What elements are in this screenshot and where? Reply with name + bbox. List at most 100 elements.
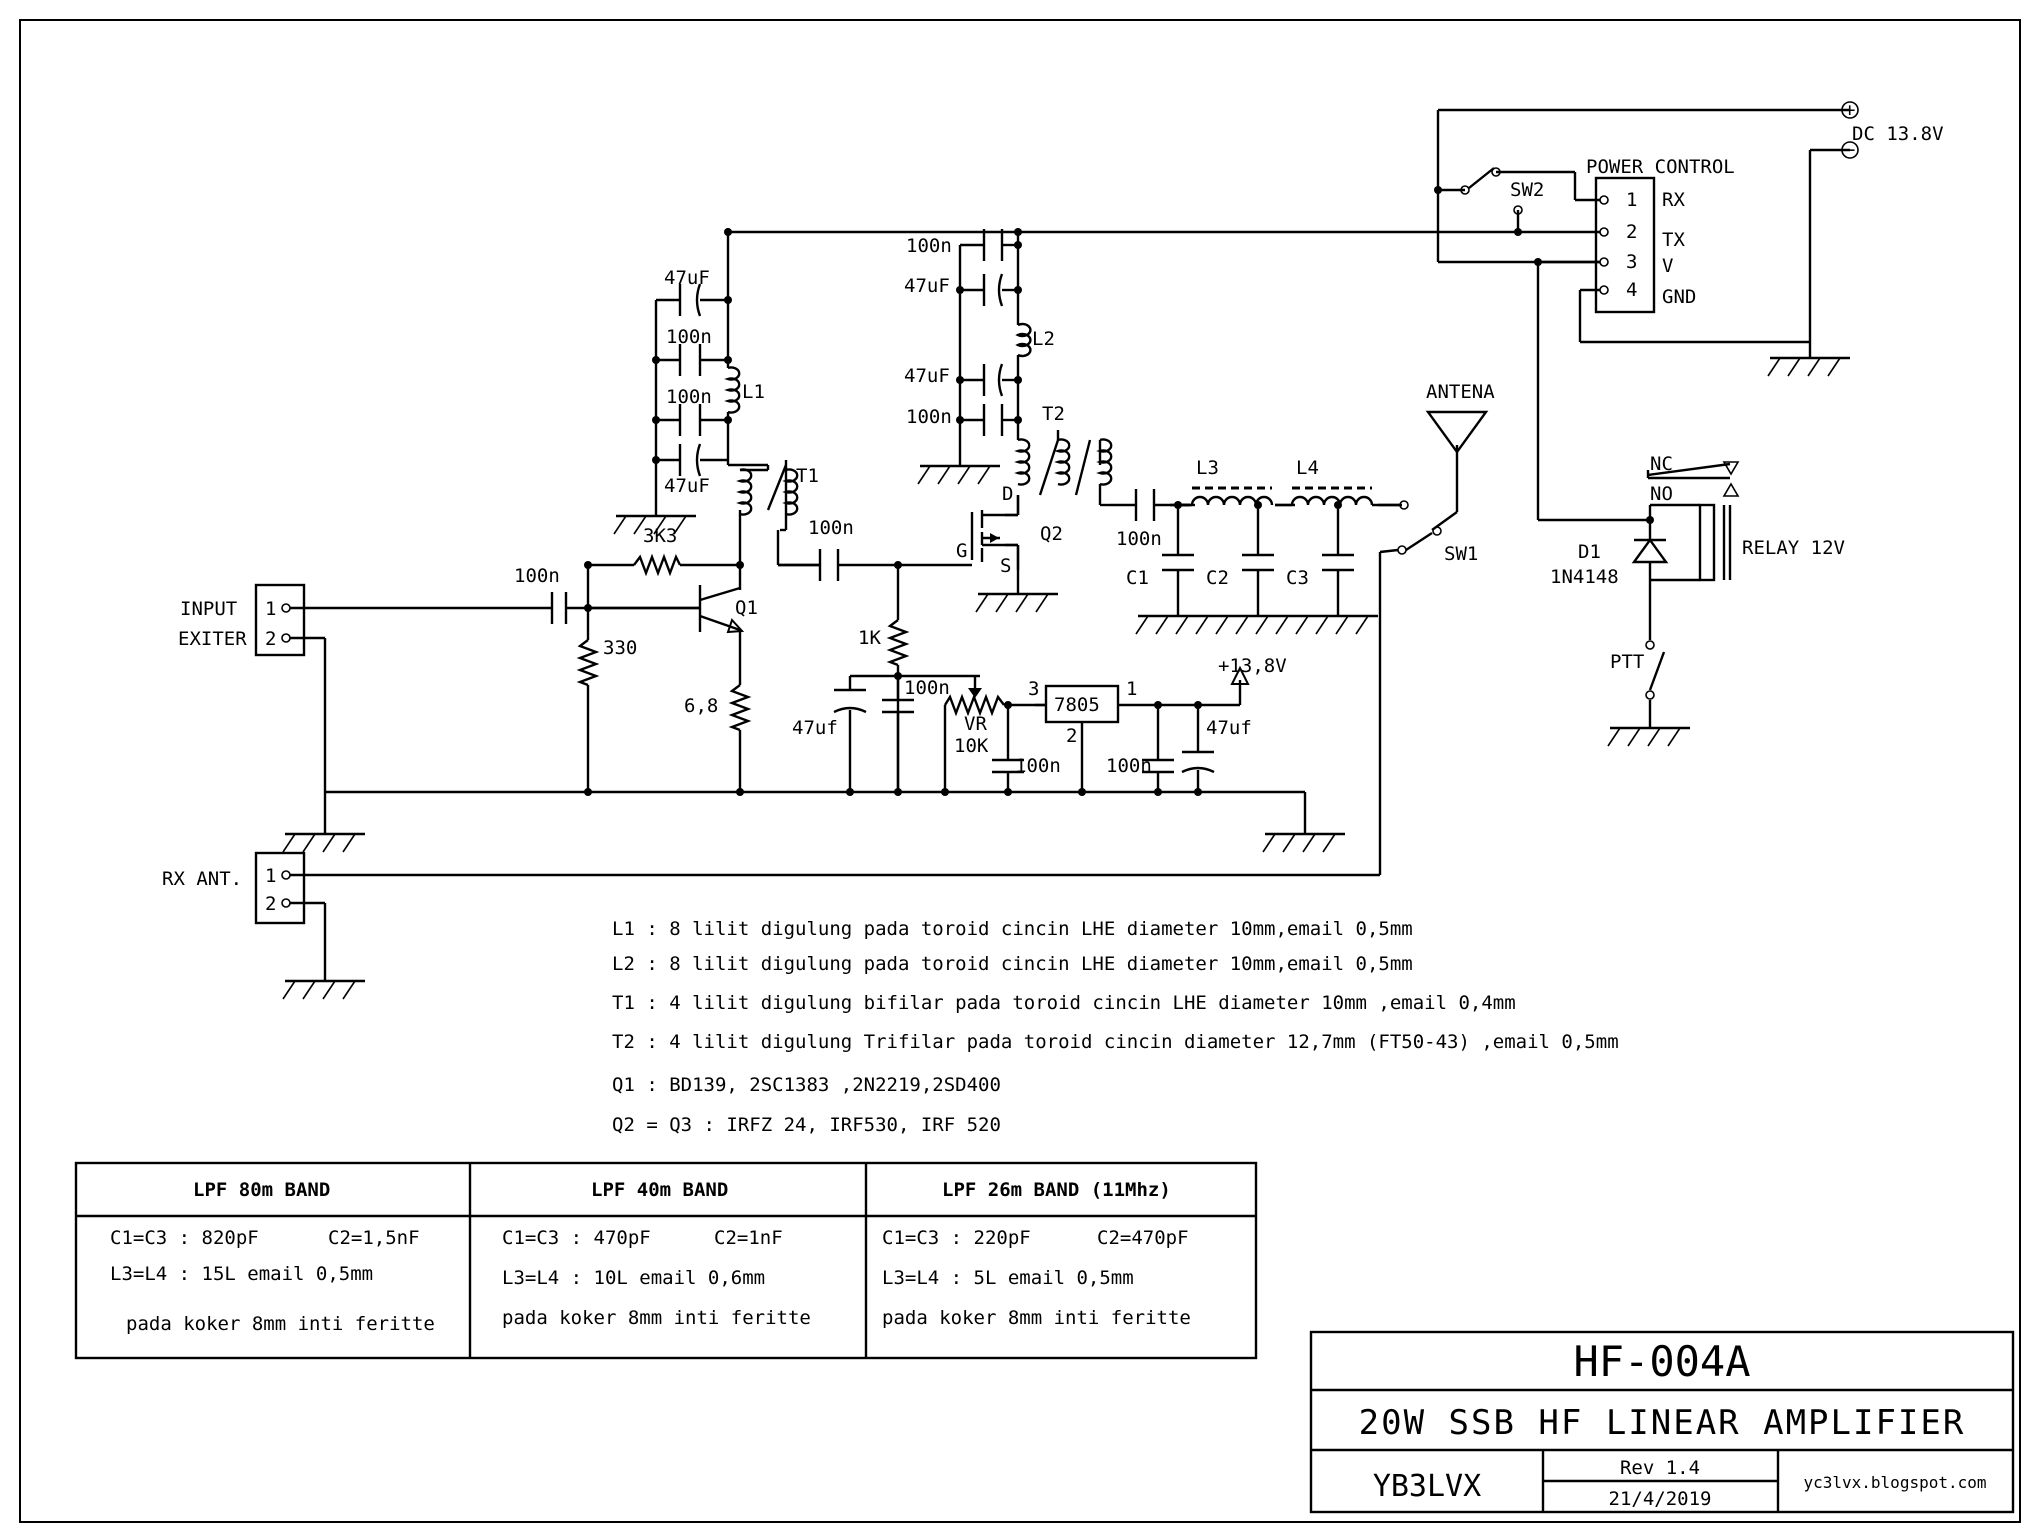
rx-ant-label: RX ANT. [162,868,242,890]
svg-text:S: S [1000,555,1011,577]
svg-text:3: 3 [1626,251,1637,273]
regulator-electrolytic-capacitor: 47uf [1181,717,1252,774]
svg-text:100n: 100n [904,677,950,699]
input-pin-1: 1 [265,598,276,620]
svg-text:100n: 100n [1015,755,1061,777]
resistor-1k: 1K [858,619,910,667]
svg-text:+13,8V: +13,8V [1218,655,1287,677]
svg-text:100n: 100n [1116,528,1162,550]
svg-text:330: 330 [603,637,637,659]
rx-ant-connector: 1 2 RX ANT. [162,851,306,925]
svg-text:D: D [1002,483,1013,505]
svg-text:47uf: 47uf [792,717,838,739]
svg-text:47uf: 47uf [1206,717,1252,739]
wiring [290,108,1850,965]
svg-text:2: 2 [265,893,276,915]
antenna: ANTENA [1425,381,1495,455]
coupling-capacitor: 100n [808,517,854,581]
svg-text:47uF: 47uF [904,365,950,387]
supply-13-8v: +13,8V [1218,655,1287,685]
note-l1: L1 : 8 lilit digulung pada toroid cincin… [612,918,1413,940]
resistor-330: 330 [576,637,637,687]
svg-text:L3=L4 : 15L email 0,5mm: L3=L4 : 15L email 0,5mm [110,1263,373,1285]
potentiometer-vr: VR 10K [943,676,1005,757]
power-control-connector: POWER CONTROL 1 RX 2 TX 3 V 4 GND [1586,156,1735,314]
vr-capacitor: 100n [992,755,1061,777]
svg-text:C2=1,5nF: C2=1,5nF [328,1227,420,1249]
svg-text:RELAY 12V: RELAY 12V [1742,537,1845,559]
svg-text:1: 1 [265,865,276,887]
svg-text:SW2: SW2 [1510,179,1544,201]
title-block: HF-004A 20W SSB HF LINEAR AMPLIFIER YB3L… [1309,1330,2015,1514]
date: 21/4/2019 [1609,1488,1712,1510]
exiter-label: EXITER [178,628,247,650]
resistor-6-8: 6,8 [684,684,752,732]
svg-text:1N4148: 1N4148 [1550,566,1619,588]
relay-12v: RELAY 12V NC NO [1646,453,1845,582]
svg-text:pada koker 8mm inti feritte: pada koker 8mm inti feritte [882,1307,1191,1329]
lpf-26m-header: LPF 26m BAND (11Mhz) [942,1179,1171,1201]
regulator-output-capacitor: 100n [1106,755,1174,777]
author-callsign: YB3LVX [1373,1469,1481,1504]
low-pass-filter: L3 L4 C1 C2 C3 [1126,457,1374,589]
svg-text:PTT: PTT [1610,651,1644,673]
svg-text:1: 1 [1626,189,1637,211]
component-notes: L1 : 8 lilit digulung pada toroid cincin… [612,918,1619,1136]
svg-text:100n: 100n [666,386,712,408]
mosfet-q2: D G S Q2 [956,483,1063,578]
svg-text:C1=C3 : 220pF: C1=C3 : 220pF [882,1227,1031,1249]
svg-text:VR: VR [964,713,987,735]
lpf-80m-header: LPF 80m BAND [193,1179,330,1201]
lpf-table: LPF 80m BAND C1=C3 : 820pF C2=1,5nF L3=L… [74,1161,1258,1360]
switch-sw2: SW2 [1460,167,1544,215]
svg-text:NO: NO [1650,483,1673,505]
input-capacitor: 100n [514,565,568,624]
note-q1: Q1 : BD139, 2SC1383 ,2N2219,2SD400 [612,1074,1001,1096]
resistor-3k3: 3K3 [633,525,682,577]
output-capacitor: 100n [1116,489,1162,550]
svg-text:L2: L2 [1032,328,1055,350]
ptt-switch: PTT [1610,640,1666,700]
revision: Rev 1.4 [1620,1457,1700,1479]
note-q2: Q2 = Q3 : IRFZ 24, IRF530, IRF 520 [612,1114,1001,1136]
svg-text:pada koker 8mm inti feritte: pada koker 8mm inti feritte [126,1313,435,1335]
svg-text:L3: L3 [1196,457,1219,479]
note-l2: L2 : 8 lilit digulung pada toroid cincin… [612,953,1413,975]
svg-text:100n: 100n [514,565,560,587]
input-connector: 1 2 INPUT EXITER [178,583,306,657]
svg-text:1: 1 [1126,678,1137,700]
svg-text:47uF: 47uF [904,275,950,297]
svg-text:NC: NC [1650,453,1673,475]
regulator-7805: 7805 3 1 2 [1028,678,1137,747]
svg-text:47uF: 47uF [664,267,710,289]
svg-text:1K: 1K [858,627,881,649]
svg-text:6,8: 6,8 [684,695,718,717]
note-t2: T2 : 4 lilit digulung Trifilar pada toro… [612,1031,1619,1053]
svg-text:POWER CONTROL: POWER CONTROL [1586,156,1735,178]
l2-capacitor-bank: 100n 47uF 47uF 100n [904,229,1004,436]
switch-sw1: SW1 [1372,500,1478,565]
svg-text:SW1: SW1 [1444,543,1478,565]
svg-text:2: 2 [1066,725,1077,747]
model-number: HF-004A [1573,1337,1750,1386]
svg-text:7805: 7805 [1054,694,1100,716]
svg-text:L4: L4 [1296,457,1319,479]
svg-text:100n: 100n [808,517,854,539]
transformer-t2: T2 [1014,403,1113,505]
svg-text:2: 2 [1626,221,1637,243]
svg-text:T2: T2 [1042,403,1065,425]
svg-text:L3=L4 : 10L email 0,6mm: L3=L4 : 10L email 0,6mm [502,1267,765,1289]
svg-text:TX: TX [1662,229,1685,251]
svg-text:Q2: Q2 [1040,523,1063,545]
svg-text:10K: 10K [954,735,989,757]
note-t1: T1 : 4 lilit digulung bifilar pada toroi… [612,992,1516,1014]
dc-supply: + − DC 13.8V [1841,99,1944,161]
svg-text:−: − [1844,139,1855,161]
svg-text:GND: GND [1662,286,1696,308]
svg-text:G: G [956,540,967,562]
svg-text:T1: T1 [796,465,819,487]
transistor-q1: Q1 [698,585,758,634]
svg-text:Q1: Q1 [735,597,758,619]
svg-text:+: + [1844,99,1855,121]
